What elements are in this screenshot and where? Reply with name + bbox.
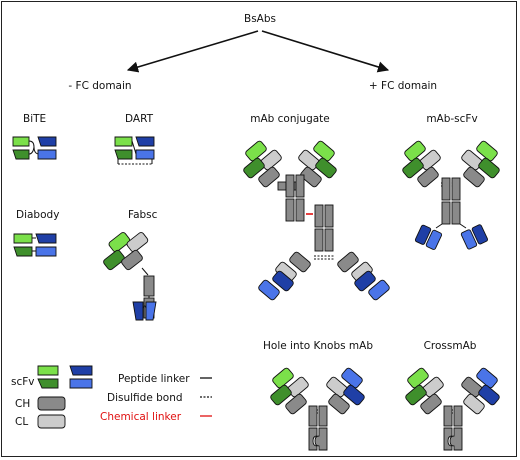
mab-conjugate-upper <box>243 140 337 222</box>
mab-conjugate-title: mAb conjugate <box>250 113 330 125</box>
bite-molecule <box>12 136 57 160</box>
hole-knobs-title: Hole into Knobs mAb <box>263 340 373 352</box>
mab-conjugate-lower <box>258 204 390 301</box>
legend-peptide-linker-label: Peptide linker <box>118 373 190 385</box>
legend-scfv-label: scFv <box>11 376 35 388</box>
diabody-molecule <box>13 233 57 257</box>
hole-knobs-molecule <box>270 367 365 451</box>
branch-right-label: + FC domain <box>369 80 437 92</box>
legend-ch-label: CH <box>15 398 30 410</box>
mab-scfv-title: mAb-scFv <box>426 113 477 125</box>
root-label: BsAbs <box>244 13 276 25</box>
right-branch-arrow <box>261 30 390 73</box>
diabody-title: Diabody <box>16 209 59 221</box>
bite-title: BiTE <box>23 113 46 125</box>
legend-chemical-linker-label: Chemical linker <box>100 411 182 423</box>
legend-disulfide-bond-label: Disulfide bond <box>107 392 183 404</box>
branch-left-label: - FC domain <box>68 80 131 92</box>
legend-scfv-swatch <box>37 365 93 389</box>
dart-molecule <box>114 136 155 165</box>
legend: scFv CH CL Peptide linker Disulfide bond… <box>11 365 212 429</box>
mab-scfv-molecule <box>402 140 500 250</box>
fabsc-title: Fabsc <box>128 209 158 221</box>
legend-ch-swatch <box>37 396 66 411</box>
fabsc-molecule <box>103 232 157 321</box>
crossmab-molecule <box>405 367 500 451</box>
dart-title: DART <box>125 113 154 125</box>
legend-cl-swatch <box>37 414 66 429</box>
legend-cl-label: CL <box>15 416 28 428</box>
crossmab-title: CrossmAb <box>424 340 477 352</box>
left-branch-arrow <box>126 30 259 73</box>
